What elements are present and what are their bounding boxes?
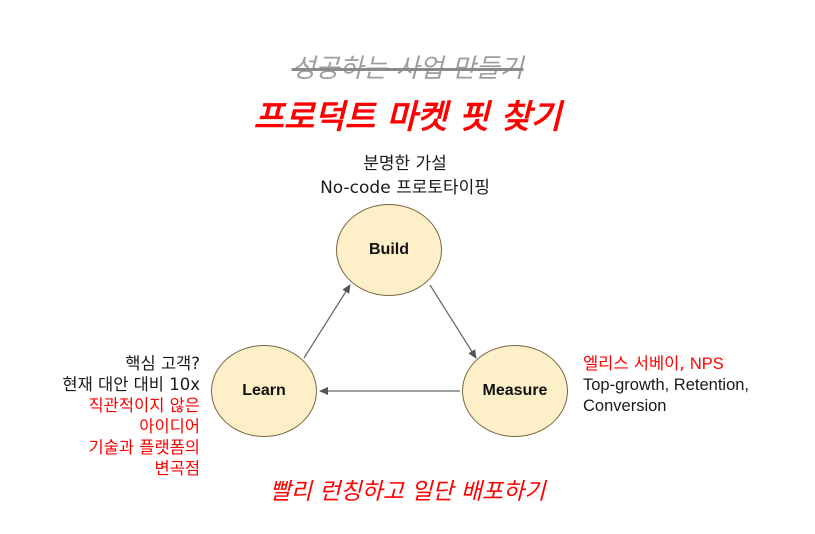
struck-title: 성공하는 사업 만들기 xyxy=(291,54,524,84)
build-note-line: No-code 프로토타이핑 xyxy=(320,178,490,198)
learn-node: Learn xyxy=(211,345,317,437)
build-node: Build xyxy=(336,204,442,296)
measure-node: Measure xyxy=(462,345,568,437)
main-title: 프로덕트 마켓 핏 찾기 xyxy=(253,97,562,136)
arrow-build-to-measure xyxy=(429,284,477,359)
learn-note-line: 현재 대안 대비 10x xyxy=(62,375,200,394)
measure-note-line: Conversion xyxy=(583,397,667,415)
arrow-learn-to-build xyxy=(303,284,351,359)
measure-note-red-text: 엘리스 서베이, xyxy=(583,354,690,373)
learn-note-line: 핵심 고객? xyxy=(125,354,200,373)
learn-note-line: 직관적이지 않은 xyxy=(88,396,200,415)
build-note: 분명한 가설 No-code 프로토타이핑 xyxy=(240,152,570,200)
measure-note: 엘리스 서베이, NPS Top-growth, Retention, Conv… xyxy=(583,353,808,417)
learn-note: 핵심 고객? 현재 대안 대비 10x 직관적이지 않은 아이디어 기술과 플랫… xyxy=(20,353,200,479)
build-note-line: 분명한 가설 xyxy=(363,154,447,174)
measure-note-line: 엘리스 서베이, NPS xyxy=(583,353,808,375)
bottom-slogan: 빨리 런칭하고 일단 배포하기 xyxy=(269,479,546,505)
learn-note-line: 아이디어 xyxy=(139,417,200,436)
measure-note-line: Top-growth, Retention, xyxy=(583,376,750,394)
measure-note-nps: NPS xyxy=(689,355,724,373)
learn-note-line: 변곡점 xyxy=(154,459,200,478)
learn-note-line: 기술과 플랫폼의 xyxy=(88,438,200,457)
